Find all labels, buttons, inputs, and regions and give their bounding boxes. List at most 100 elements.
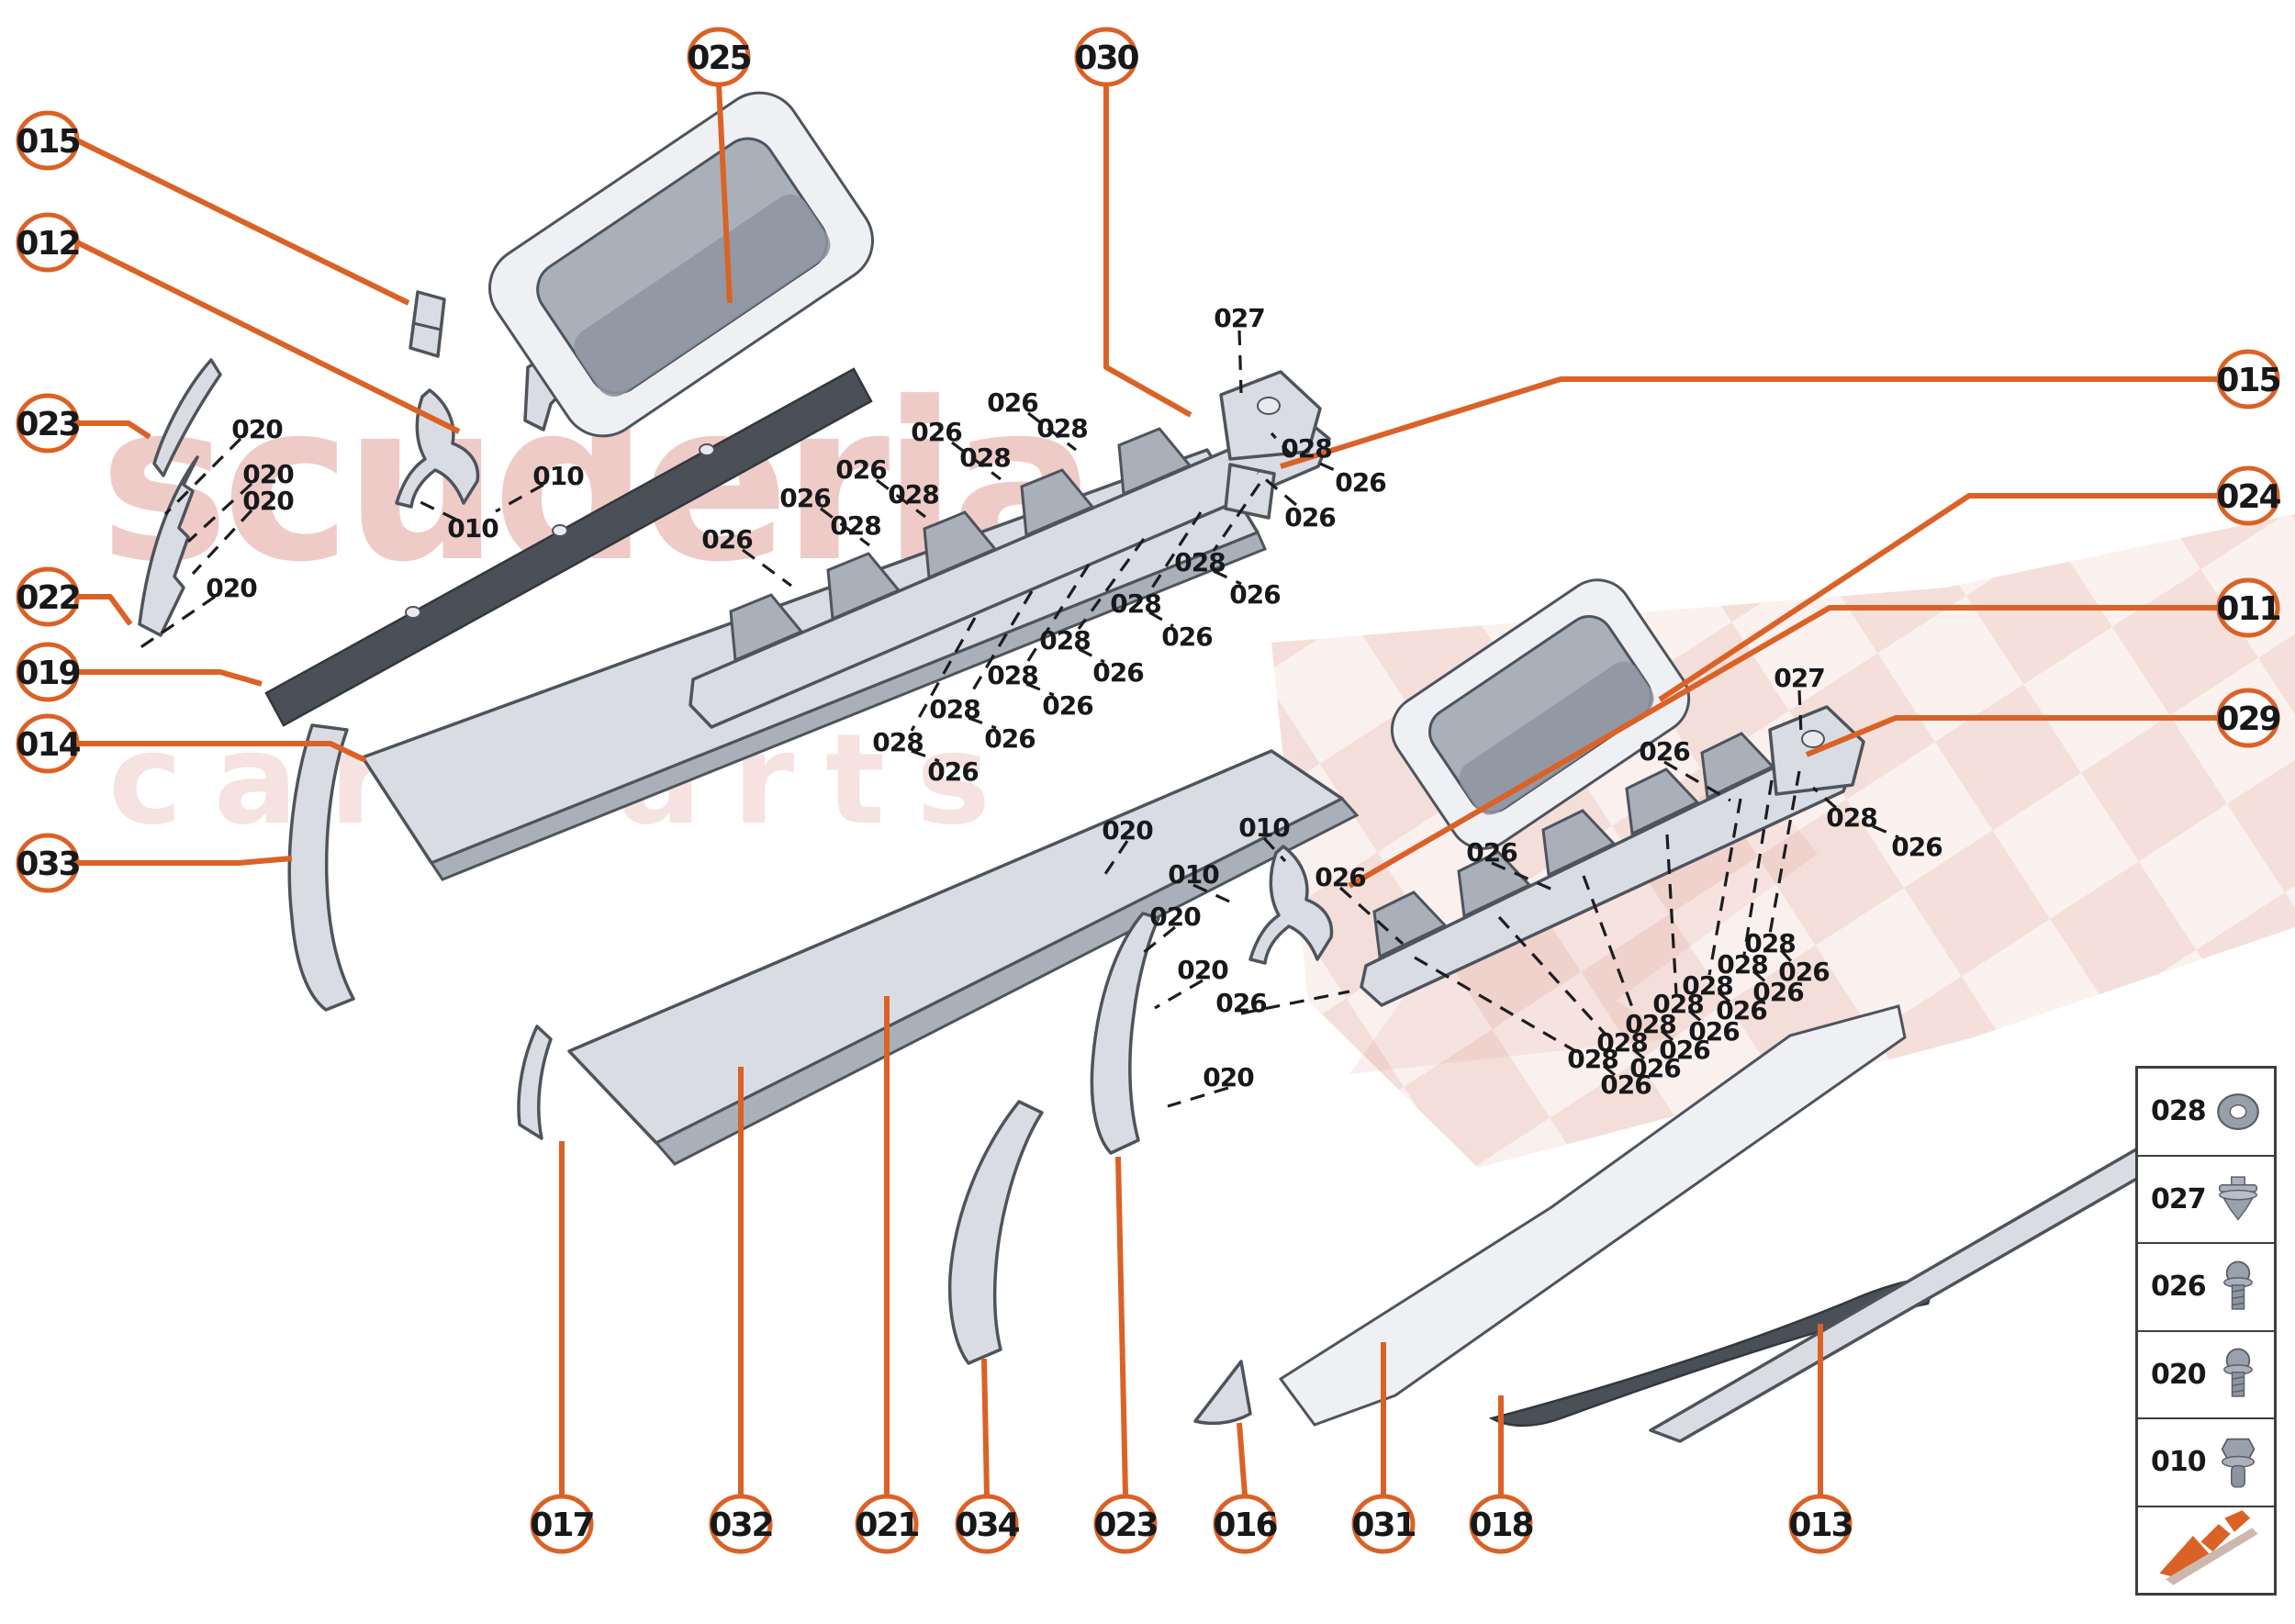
legend-part-number: 026: [2151, 1271, 2207, 1304]
part-strip-019: [264, 367, 873, 727]
part-ref-label-026: 026: [1466, 837, 1517, 868]
screw-icon: [2223, 1348, 2253, 1397]
svg-text:025: 025: [687, 39, 750, 77]
part-ref-label-026: 026: [701, 524, 752, 554]
part-sill-031: [1278, 1004, 1907, 1427]
part-ref-label-026: 026: [984, 723, 1035, 754]
screw-icon: [2223, 1260, 2253, 1310]
svg-text:013: 013: [1788, 1506, 1852, 1544]
brand-arrow-icon: [2159, 1510, 2258, 1585]
svg-text:015: 015: [16, 123, 79, 161]
part-ref-label-027: 027: [1214, 303, 1264, 333]
callout-025[interactable]: 025: [687, 27, 753, 87]
legend-row-020: 020: [2138, 1332, 2274, 1419]
svg-text:024: 024: [2216, 478, 2280, 516]
washer-icon: [2217, 1092, 2259, 1130]
part-ref-label-028: 028: [1039, 625, 1090, 655]
part-ref-label-028: 028: [830, 510, 880, 541]
part-trim-033: [287, 723, 355, 1012]
callout-011[interactable]: 011: [2216, 577, 2282, 638]
part-ref-label-028: 028: [1717, 949, 1767, 980]
callout-021[interactable]: 021: [855, 1494, 921, 1554]
callout-015[interactable]: 015: [2216, 349, 2282, 409]
svg-text:012: 012: [16, 225, 79, 263]
callout-022[interactable]: 022: [16, 566, 82, 627]
part-ref-label-020: 020: [231, 414, 283, 444]
part-ref-label-028: 028: [1281, 433, 1331, 464]
callout-034[interactable]: 034: [955, 1494, 1022, 1554]
part-ref-label-010: 010: [447, 513, 498, 543]
part-ref-label-028: 028: [929, 694, 980, 724]
svg-text:031: 031: [1351, 1506, 1415, 1544]
part-ref-label-020: 020: [206, 573, 257, 603]
part-ref-label-026: 026: [1716, 995, 1766, 1025]
part-ref-label-028: 028: [1652, 989, 1703, 1019]
part-trim-023: [152, 358, 222, 477]
part-ref-label-028: 028: [888, 479, 938, 510]
callout-016[interactable]: 016: [1213, 1494, 1280, 1554]
svg-text:032: 032: [709, 1506, 772, 1544]
callout-017[interactable]: 017: [530, 1494, 596, 1554]
legend-row-027: 027: [2138, 1157, 2274, 1244]
legend-row-brand: [2138, 1507, 2274, 1594]
part-ref-labels: 0200200200200100100260280260280260280260…: [206, 303, 1942, 1100]
svg-text:023: 023: [1093, 1506, 1157, 1544]
part-ref-label-026: 026: [1891, 832, 1942, 862]
callout-024[interactable]: 024: [2216, 465, 2283, 526]
part-ref-label-028: 028: [1682, 970, 1732, 1001]
part-ref-label-020: 020: [1203, 1062, 1254, 1092]
svg-text:014: 014: [16, 726, 80, 764]
part-duct-024: [1390, 578, 1691, 850]
callout-023[interactable]: 023: [1093, 1494, 1159, 1554]
part-ref-label-026: 026: [1335, 467, 1385, 498]
part-ref-label-020: 020: [1149, 902, 1201, 932]
part-ref-label-028: 028: [1826, 802, 1876, 833]
callout-032[interactable]: 032: [709, 1494, 775, 1554]
legend-row-028: 028: [2138, 1069, 2274, 1157]
svg-text:022: 022: [16, 579, 79, 617]
part-trim-023b: [1090, 912, 1160, 1155]
part-ref-label-028: 028: [1036, 413, 1087, 443]
part-ref-label-010: 010: [1168, 859, 1219, 890]
bolt-icon: [2221, 1438, 2256, 1488]
part-ref-label-028: 028: [987, 660, 1037, 690]
clip-icon: [2218, 1176, 2258, 1221]
callout-018[interactable]: 018: [1469, 1494, 1535, 1554]
callout-030[interactable]: 030: [1074, 27, 1141, 87]
part-ref-label-026: 026: [835, 454, 886, 485]
callout-012[interactable]: 012: [16, 212, 82, 273]
svg-text:021: 021: [855, 1506, 918, 1544]
callout-014[interactable]: 014: [16, 713, 83, 774]
callout-029[interactable]: 029: [2216, 688, 2282, 748]
part-wedge-016: [1193, 1360, 1252, 1426]
legend-part-number: 020: [2151, 1358, 2207, 1391]
part-ref-label-026: 026: [1629, 1053, 1680, 1083]
part-shapes: [138, 91, 2265, 1443]
part-duct-025: [488, 91, 874, 438]
callout-019[interactable]: 019: [16, 642, 82, 702]
part-ref-label-028: 028: [1110, 588, 1160, 619]
svg-text:018: 018: [1469, 1506, 1532, 1544]
legend-row-026: 026: [2138, 1244, 2274, 1332]
callout-lines: [75, 84, 2219, 1495]
legend-row-010: 010: [2138, 1419, 2274, 1507]
part-ref-label-026: 026: [1659, 1035, 1709, 1065]
svg-text:029: 029: [2216, 700, 2279, 738]
callout-bubbles: 015 012 023 022 019 014 033 025 030 015 024 011 029 0…: [16, 27, 2283, 1554]
part-ref-label-028: 028: [959, 442, 1010, 473]
callout-033[interactable]: 033: [16, 833, 82, 893]
callout-031[interactable]: 031: [1351, 1494, 1417, 1554]
svg-text:023: 023: [16, 406, 79, 443]
callout-015[interactable]: 015: [16, 110, 82, 171]
callout-023[interactable]: 023: [16, 393, 82, 454]
svg-text:017: 017: [530, 1506, 593, 1544]
fastener-legend-table: 028 027 026 020 010: [2135, 1066, 2277, 1596]
part-ref-label-028: 028: [1567, 1044, 1618, 1074]
part-trim-022: [138, 455, 199, 637]
part-ref-label-028: 028: [1174, 547, 1225, 577]
part-ref-label-026: 026: [1688, 1016, 1739, 1047]
part-ref-label-026: 026: [1161, 622, 1212, 652]
callout-013[interactable]: 013: [1788, 1494, 1854, 1554]
legend-part-number: 027: [2151, 1182, 2207, 1215]
